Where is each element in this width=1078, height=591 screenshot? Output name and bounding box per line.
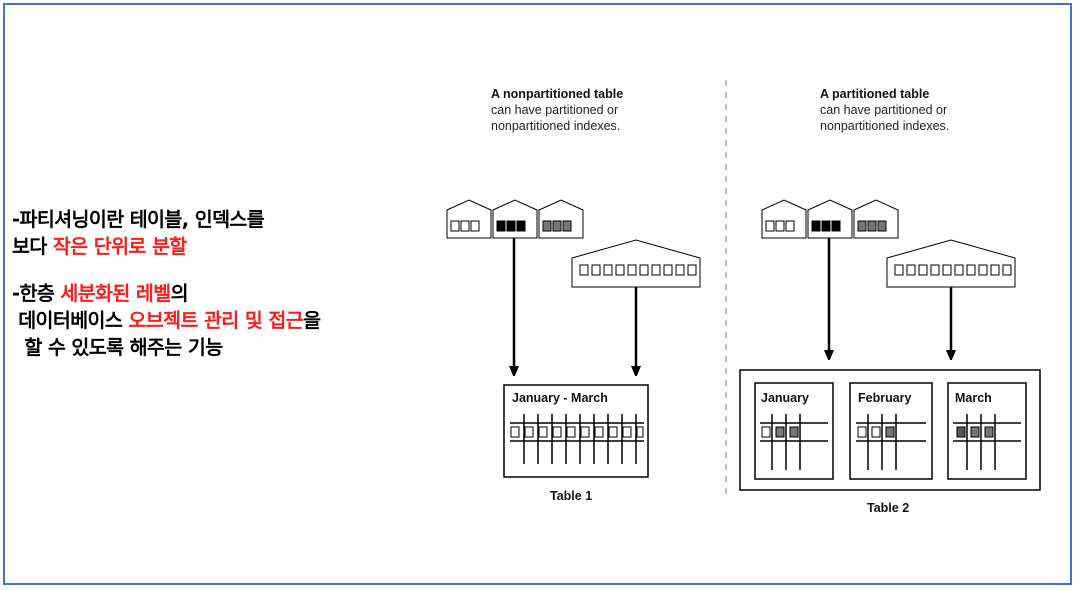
- line-2: 보다 작은 단위로 분할: [12, 233, 320, 260]
- right-partitioned-index: [761, 199, 899, 239]
- line-2-highlight: 작은 단위로 분할: [52, 235, 187, 258]
- line-4-plain: 데이터베이스: [12, 309, 129, 332]
- partition-january-grid: [760, 414, 828, 470]
- line-3-highlight: 세분화된 레벨: [60, 282, 171, 305]
- left-caption-title: A nonpartitioned table: [491, 87, 623, 101]
- table-1-partition-label: January - March: [512, 391, 608, 405]
- partition-march-label: March: [955, 391, 992, 405]
- line-3: -한층 세분화된 레벨의: [12, 280, 320, 307]
- partition-february-grid: [856, 414, 926, 470]
- right-caption-line-1: can have partitioned or: [820, 103, 947, 117]
- partition-march-grid: [953, 414, 1021, 470]
- line-3-suffix: 의: [170, 282, 189, 305]
- line-4-highlight: 오브젝트 관리 및 접근: [128, 309, 304, 332]
- table-2-caption: Table 2: [867, 501, 909, 515]
- partition-february-label: February: [858, 391, 912, 405]
- line-3-plain: -한층: [12, 282, 61, 305]
- right-global-index: [886, 239, 1016, 288]
- line-5: 할 수 있도록 해주는 기능: [12, 336, 223, 359]
- line-4: 데이터베이스 오브젝트 관리 및 접근을: [12, 307, 321, 334]
- right-partitioned-index-cells: [765, 220, 887, 232]
- table-1-grid: [510, 414, 644, 464]
- partition-january-label: January: [761, 391, 809, 405]
- left-caption-line-2: nonpartitioned indexes.: [491, 119, 620, 133]
- left-global-index: [571, 239, 701, 288]
- right-caption-line-2: nonpartitioned indexes.: [820, 119, 949, 133]
- left-partitioned-index: [446, 199, 584, 239]
- line-2-plain: 보다: [12, 235, 53, 258]
- line-4-suffix: 을: [303, 309, 321, 332]
- left-caption-line-1: can have partitioned or: [491, 103, 618, 117]
- description-text: -파티셔닝이란 테이블, 인덱스를 보다 작은 단위로 분할 -한층 세분화된 …: [12, 206, 321, 361]
- table-1-caption: Table 1: [550, 489, 592, 503]
- left-partitioned-index-cells: [450, 220, 572, 232]
- line-1: -파티셔닝이란 테이블, 인덱스를: [12, 208, 265, 231]
- right-caption-title: A partitioned table: [820, 87, 929, 101]
